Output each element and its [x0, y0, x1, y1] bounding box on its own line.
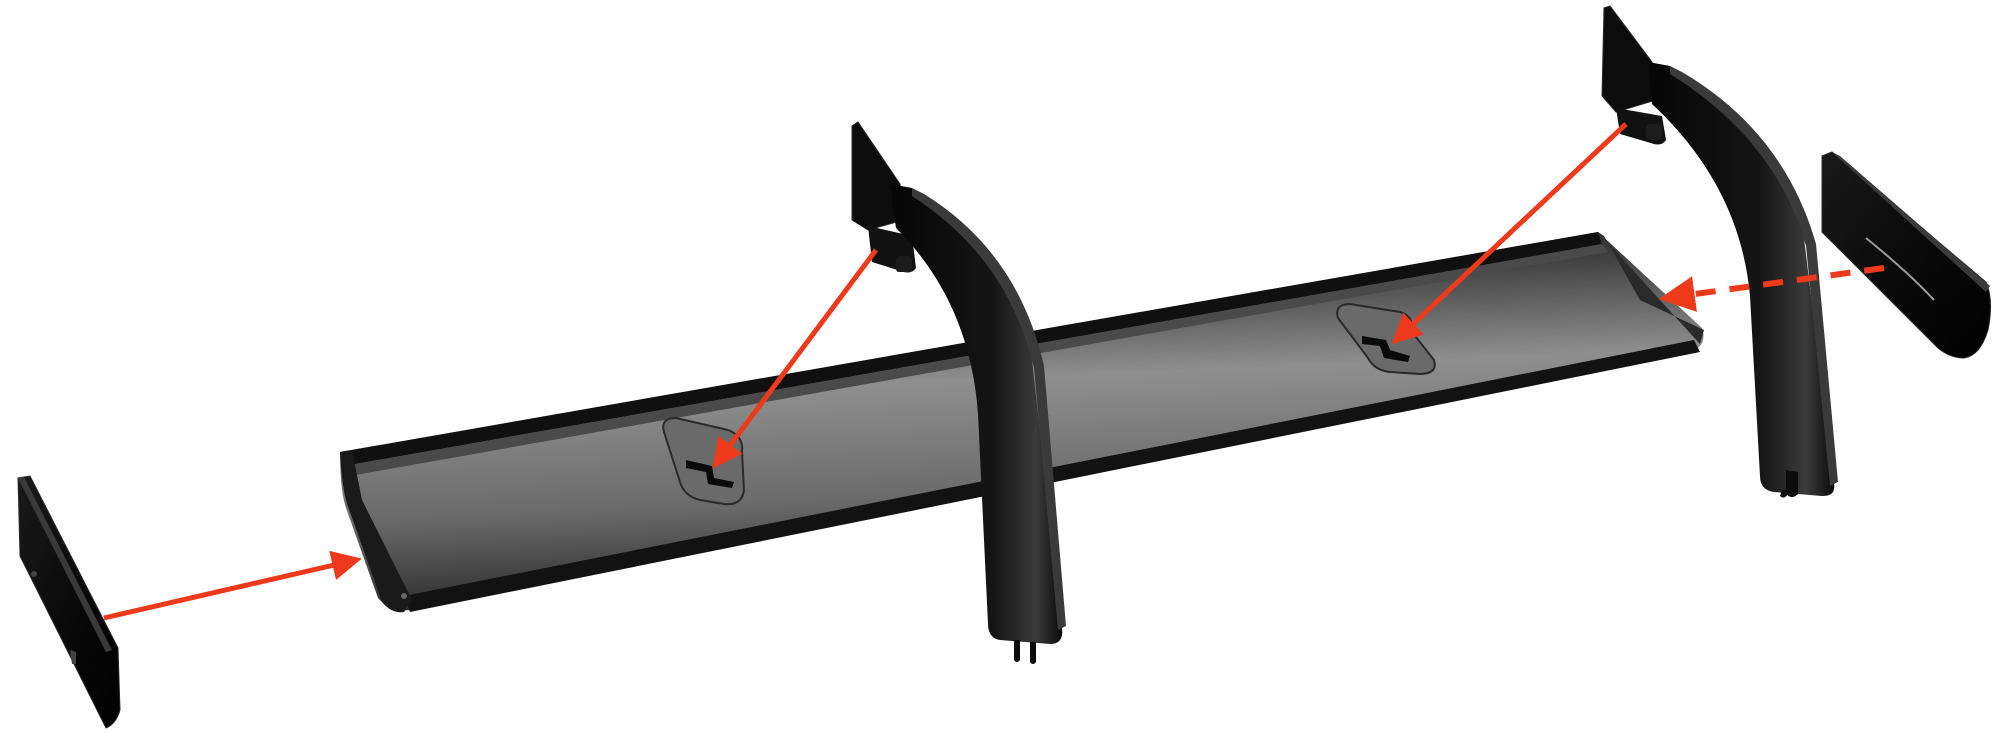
- right-endplate: [1822, 152, 1991, 358]
- right-upright: [1602, 6, 1838, 498]
- left-endplate: [18, 476, 120, 728]
- arrow-left-endplate-to-blade: [104, 560, 356, 618]
